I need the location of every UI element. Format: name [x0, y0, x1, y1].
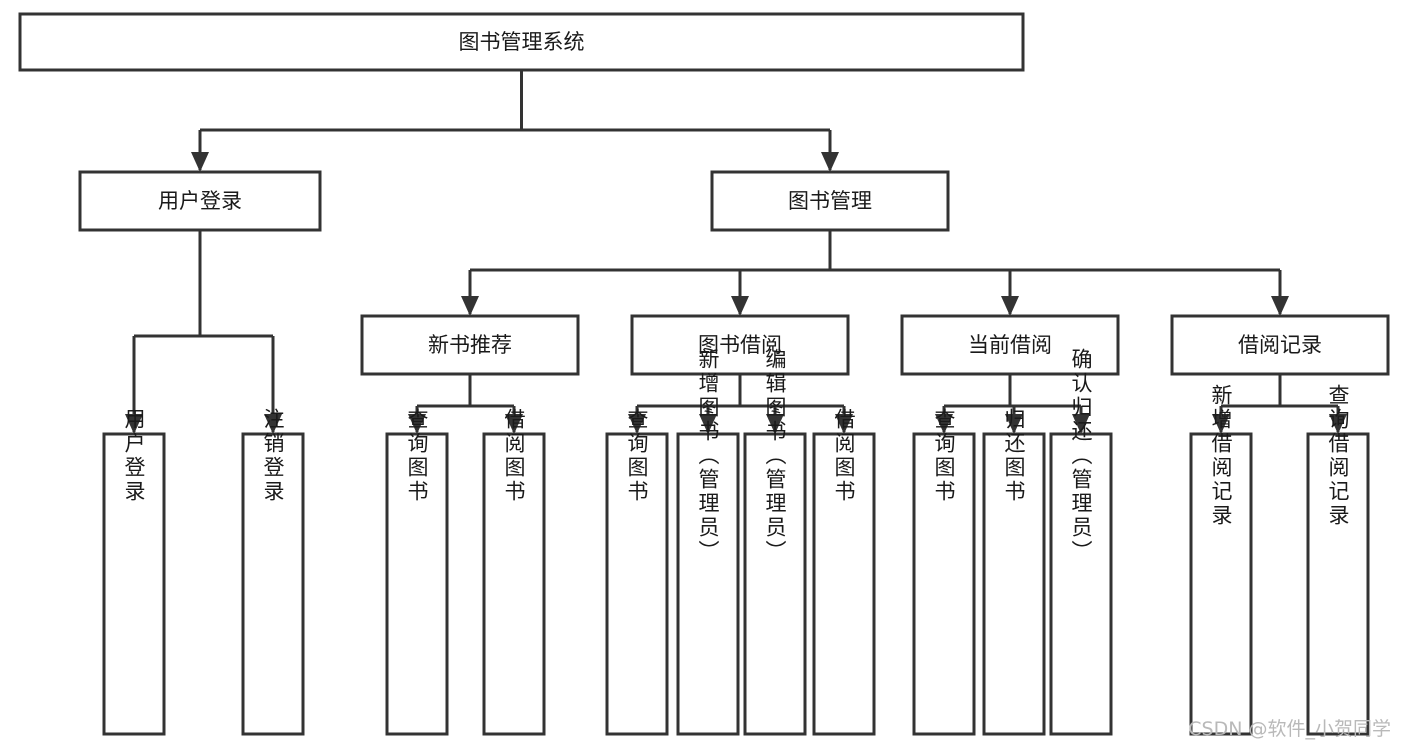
- arrow-to-leaf-brw-borrow-book: [835, 414, 853, 434]
- node-current-borrow[interactable]: 当前借阅: [900, 314, 1120, 376]
- leaf-box-leaf-user-login[interactable]: [102, 432, 166, 736]
- leaf-box-leaf-brw-edit-book[interactable]: [743, 432, 807, 736]
- node-label-leaf-user-login: 用户登录: [122, 408, 146, 504]
- arrow-to-new-book-recommend: [461, 296, 479, 316]
- node-leaf-rec-borrow-book[interactable]: 借阅图书: [482, 408, 546, 736]
- node-leaf-cur-return-book[interactable]: 归还图书: [982, 408, 1046, 736]
- arrow-to-book-borrow: [731, 296, 749, 316]
- node-leaf-cur-confirm[interactable]: 确认归还（管理员）: [1049, 348, 1113, 736]
- arrow-to-leaf-cur-confirm: [1072, 414, 1090, 434]
- leaf-box-leaf-brw-query-book[interactable]: [605, 432, 669, 736]
- node-label-leaf-brw-query-book: 查询图书: [625, 408, 649, 504]
- node-leaf-cur-query-book[interactable]: 查询图书: [912, 408, 976, 736]
- node-label-leaf-rec-query-book: 查询图书: [405, 408, 429, 504]
- node-leaf-user-logout[interactable]: 注销登录: [241, 408, 305, 736]
- node-label-leaf-brw-borrow-book: 借阅图书: [832, 408, 856, 504]
- node-label-root: 图书管理系统: [459, 30, 585, 54]
- arrow-to-current-borrow: [1001, 296, 1019, 316]
- node-leaf-brw-add-book[interactable]: 新增图书（管理员）: [676, 348, 740, 736]
- node-borrow-record[interactable]: 借阅记录: [1170, 314, 1390, 376]
- arrow-to-leaf-brw-query-book: [628, 414, 646, 434]
- node-label-leaf-rec-borrow-book: 借阅图书: [502, 408, 526, 504]
- root-box-root[interactable]: [18, 12, 1025, 72]
- node-leaf-rec-add-record[interactable]: 新增借阅记录: [1189, 384, 1253, 736]
- node-label-book-borrow: 图书借阅: [698, 333, 782, 357]
- arrow-to-book-manage: [821, 152, 839, 172]
- arrow-to-leaf-rec-borrow-book: [505, 414, 523, 434]
- node-label-leaf-cur-return-book: 归还图书: [1002, 408, 1026, 504]
- node-label-new-book-recommend: 新书推荐: [428, 333, 512, 357]
- leaf-box-leaf-rec-borrow-book[interactable]: [482, 432, 546, 736]
- node-label-current-borrow: 当前借阅: [968, 333, 1052, 357]
- leaf-box-leaf-brw-add-book[interactable]: [676, 432, 740, 736]
- node-leaf-rec-query-book[interactable]: 查询图书: [385, 408, 449, 736]
- nodes-layer: 图书管理系统用户登录图书管理新书推荐图书借阅当前借阅借阅记录用户登录注销登录查询…: [18, 12, 1390, 736]
- node-label-leaf-user-logout: 注销登录: [261, 408, 285, 504]
- level3-box-new-book-recommend[interactable]: [360, 314, 580, 376]
- level2-box-book-manage[interactable]: [710, 170, 950, 232]
- node-label-leaf-brw-add-book: 新增图书（管理员）: [696, 348, 720, 564]
- node-label-book-manage: 图书管理: [788, 189, 872, 213]
- node-leaf-brw-borrow-book[interactable]: 借阅图书: [812, 408, 876, 736]
- node-book-manage[interactable]: 图书管理: [710, 170, 950, 232]
- arrow-to-leaf-rec-query-book: [408, 414, 426, 434]
- connectors-layer: [125, 70, 1347, 434]
- node-new-book-recommend[interactable]: 新书推荐: [360, 314, 580, 376]
- level3-box-book-borrow[interactable]: [630, 314, 850, 376]
- node-label-leaf-cur-query-book: 查询图书: [932, 408, 956, 504]
- node-leaf-brw-query-book[interactable]: 查询图书: [605, 408, 669, 736]
- arrow-to-leaf-user-login: [125, 414, 143, 434]
- level2-box-user-login[interactable]: [78, 170, 322, 232]
- arrow-to-leaf-rec-add-record: [1212, 414, 1230, 434]
- arrow-to-leaf-user-logout: [264, 414, 282, 434]
- node-root[interactable]: 图书管理系统: [18, 12, 1025, 72]
- level3-box-borrow-record[interactable]: [1170, 314, 1390, 376]
- leaf-box-leaf-user-logout[interactable]: [241, 432, 305, 736]
- leaf-box-leaf-cur-return-book[interactable]: [982, 432, 1046, 736]
- node-leaf-brw-edit-book[interactable]: 编辑图书（管理员）: [743, 348, 807, 736]
- node-label-leaf-cur-confirm: 确认归还（管理员）: [1069, 348, 1093, 564]
- node-leaf-rec-query-record[interactable]: 查询借阅记录: [1306, 384, 1370, 736]
- leaf-box-leaf-brw-borrow-book[interactable]: [812, 432, 876, 736]
- node-user-login[interactable]: 用户登录: [78, 170, 322, 232]
- leaf-box-leaf-cur-query-book[interactable]: [912, 432, 976, 736]
- leaf-box-leaf-rec-query-book[interactable]: [385, 432, 449, 736]
- arrow-to-borrow-record: [1271, 296, 1289, 316]
- arrow-to-leaf-rec-query-record: [1329, 414, 1347, 434]
- leaf-box-leaf-rec-query-record[interactable]: [1306, 432, 1370, 736]
- arrow-to-leaf-brw-edit-book: [766, 414, 784, 434]
- leaf-box-leaf-rec-add-record[interactable]: [1189, 432, 1253, 736]
- node-label-leaf-rec-query-record: 查询借阅记录: [1326, 384, 1350, 528]
- leaf-box-leaf-cur-confirm[interactable]: [1049, 432, 1113, 736]
- arrow-to-leaf-cur-query-book: [935, 414, 953, 434]
- node-book-borrow[interactable]: 图书借阅: [630, 314, 850, 376]
- level3-box-current-borrow[interactable]: [900, 314, 1120, 376]
- node-label-leaf-brw-edit-book: 编辑图书（管理员）: [763, 348, 787, 564]
- arrow-to-leaf-brw-add-book: [699, 414, 717, 434]
- node-leaf-user-login[interactable]: 用户登录: [102, 408, 166, 736]
- node-label-leaf-rec-add-record: 新增借阅记录: [1209, 384, 1233, 528]
- node-label-user-login: 用户登录: [158, 189, 242, 213]
- arrow-to-leaf-cur-return-book: [1005, 414, 1023, 434]
- node-label-borrow-record: 借阅记录: [1238, 333, 1322, 357]
- arrow-to-user-login: [191, 152, 209, 172]
